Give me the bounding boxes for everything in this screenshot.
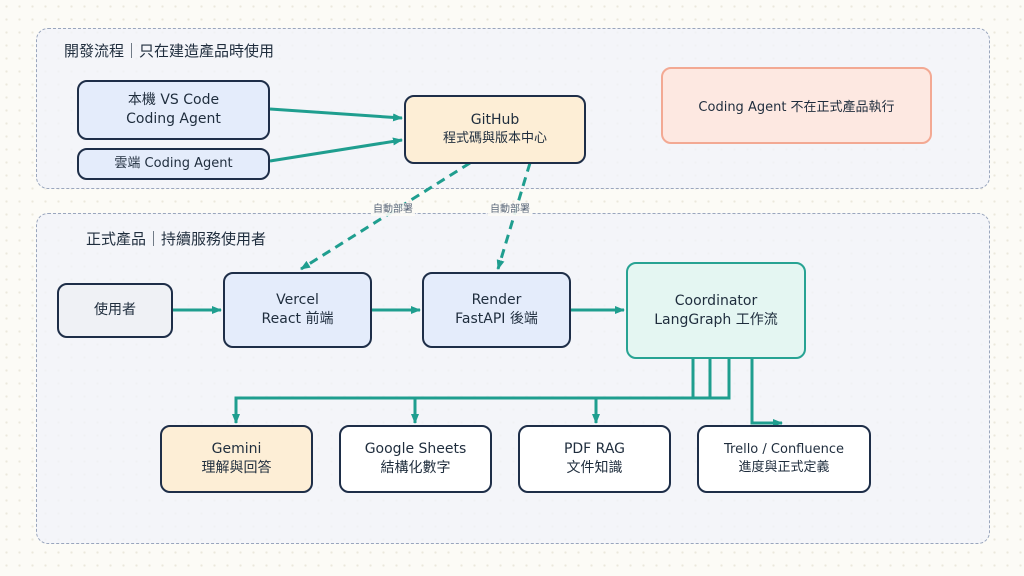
node-user-label: 使用者 (94, 302, 136, 319)
node-render-title: Render (471, 292, 522, 309)
edge-label-deploy-frontend: 自動部署 (371, 203, 415, 216)
node-google-sheets-title: Google Sheets (364, 441, 467, 458)
dev-flow-group-title: 開發流程｜只在建造產品時使用 (64, 42, 275, 60)
node-local-coding-agent[interactable]: 本機 VS Code Coding Agent (77, 80, 270, 140)
node-gemini[interactable]: Gemini 理解與回答 (160, 425, 313, 493)
node-gemini-title: Gemini (211, 441, 262, 458)
edge-github-deploy-render (496, 162, 532, 270)
node-pdf-rag-subtitle: 文件知識 (566, 460, 623, 476)
node-vercel[interactable]: Vercel React 前端 (223, 272, 372, 348)
note-text: Coding Agent 不在正式產品執行 (698, 100, 895, 115)
edge-coordinator-to-trello (750, 359, 783, 427)
node-local-coding-agent-line-1: 本機 VS Code (127, 92, 220, 109)
edge-label-deploy-backend: 自動部署 (488, 203, 532, 216)
node-coordinator-subtitle: LangGraph 工作流 (654, 311, 778, 328)
node-vercel-title: Vercel (276, 292, 319, 309)
node-cloud-coding-agent[interactable]: 雲端 Coding Agent (77, 148, 270, 180)
node-pdf-rag[interactable]: PDF RAG 文件知識 (518, 425, 671, 493)
production-group-title: 正式產品｜持續服務使用者 (86, 230, 267, 248)
node-user[interactable]: 使用者 (57, 283, 173, 338)
edge-coordinator-to-sheets (411, 359, 712, 424)
node-cloud-coding-agent-label: 雲端 Coding Agent (114, 156, 233, 172)
node-render[interactable]: Render FastAPI 後端 (422, 272, 571, 348)
edge-github-deploy-vercel (300, 161, 471, 271)
node-github[interactable]: GitHub 程式碼與版本中心 (404, 95, 586, 164)
node-github-subtitle: 程式碼與版本中心 (442, 131, 547, 147)
node-github-title: GitHub (470, 112, 520, 129)
node-trello-confluence[interactable]: Trello / Confluence 進度與正式定義 (697, 425, 871, 493)
edge-cloud-agent-to-github (269, 137, 403, 163)
note-coding-agent-not-in-production: Coding Agent 不在正式產品執行 (661, 67, 932, 144)
node-coordinator[interactable]: Coordinator LangGraph 工作流 (626, 262, 806, 359)
node-local-coding-agent-line-2: Coding Agent (126, 111, 221, 127)
node-coordinator-title: Coordinator (674, 292, 758, 309)
node-pdf-rag-title: PDF RAG (563, 441, 626, 458)
node-render-subtitle: FastAPI 後端 (455, 311, 538, 327)
node-google-sheets-subtitle: 結構化數字 (380, 460, 451, 476)
node-google-sheets[interactable]: Google Sheets 結構化數字 (339, 425, 492, 493)
edge-coordinator-to-gemini (232, 359, 695, 424)
node-vercel-subtitle: React 前端 (261, 311, 334, 327)
node-trello-confluence-title: Trello / Confluence (724, 442, 844, 458)
node-trello-confluence-subtitle: 進度與正式定義 (738, 460, 830, 475)
edge-local-agent-to-github (269, 107, 403, 122)
edge-coordinator-to-pdf-rag (592, 359, 731, 424)
node-gemini-subtitle: 理解與回答 (201, 460, 272, 476)
